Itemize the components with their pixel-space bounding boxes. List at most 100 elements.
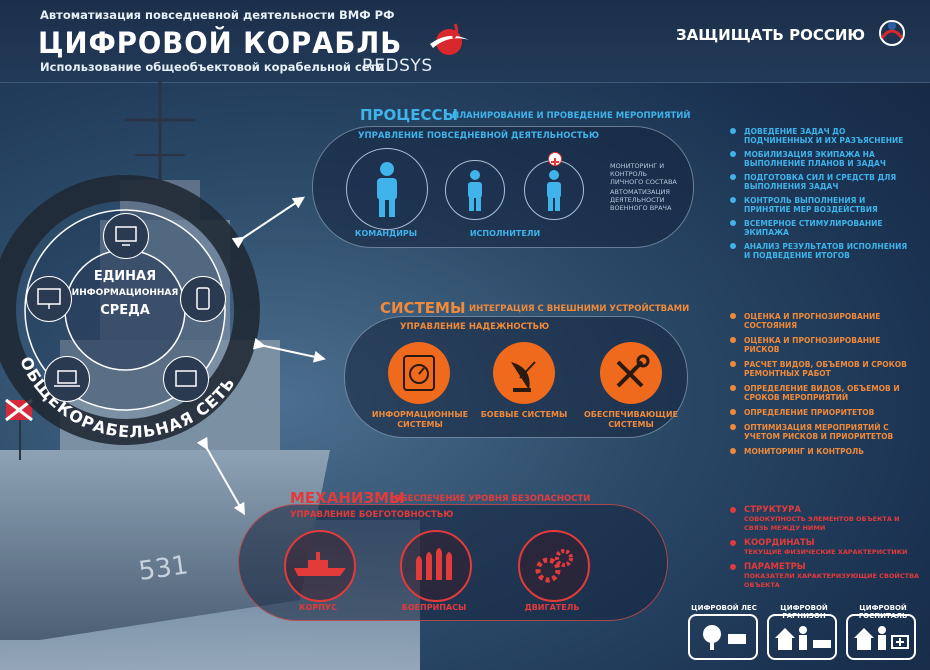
support-systems-label: ОБЕСПЕЧИВАЮЩИЕ СИСТЕМЫ <box>580 410 682 430</box>
header-bar <box>0 0 930 83</box>
list-item-text: ОЦЕНКА И ПРОГНОЗИРОВАНИЕ СОСТОЯНИЯ <box>744 312 881 330</box>
list-item: ОПРЕДЕЛЕНИЕ ПРИОРИТЕТОВ <box>730 408 915 417</box>
list-item-text: МОБИЛИЗАЦИЯ ЭКИПАЖА НА ВЫПОЛНЕНИЕ ПЛАНОВ… <box>744 150 886 168</box>
list-item-text: ОПТИМИЗАЦИЯ МЕРОПРИЯТИЙ С УЧЕТОМ РИСКОВ … <box>744 423 894 441</box>
laptop-node <box>44 356 90 402</box>
phone-node <box>180 276 226 322</box>
bullet-dot-icon <box>730 424 736 430</box>
hospital-icon <box>854 626 909 650</box>
ammo-icon <box>416 548 452 580</box>
list-item: ВСЕМЕРНОЕ СТИМУЛИРОВАНИЕ ЭКИПАЖА <box>730 219 910 237</box>
bullet-dot-icon <box>730 361 736 367</box>
list-item: АНАЛИЗ РЕЗУЛЬТАТОВ ИСПОЛНЕНИЯ И ПОДВЕДЕН… <box>730 242 910 260</box>
header-subtitle-top: Автоматизация повседневной деятельности … <box>40 8 395 22</box>
processes-title: ПРОЦЕССЫ <box>360 106 459 124</box>
center-line-1: ЕДИНАЯ <box>93 269 157 284</box>
bullet-dot-icon <box>730 220 736 226</box>
person-icon <box>377 162 397 217</box>
combat-systems-circle <box>493 342 555 404</box>
combat-systems-label: БОЕВЫЕ СИСТЕМЫ <box>480 410 568 419</box>
list-item-text: СОВОКУПНОСТЬ ЭЛЕМЕНТОВ ОБЪЕКТА И СВЯЗЬ М… <box>744 515 900 532</box>
radar-dish-icon <box>511 361 536 392</box>
bullet-dot-icon <box>730 540 736 546</box>
bullet-dot-icon <box>730 197 736 203</box>
list-item-text: РАСЧЕТ ВИДОВ, ОБЪЕМОВ И СРОКОВ РЕМОНТНЫХ… <box>744 360 907 378</box>
list-item-heading: КООРДИНАТЫ <box>744 538 815 548</box>
list-item-text: КОНТРОЛЬ ВЫПОЛНЕНИЯ И ПРИНЯТИЕ МЕР ВОЗДЕ… <box>744 196 878 214</box>
tree-icon <box>703 625 746 650</box>
bullet-dot-icon <box>730 313 736 319</box>
info-environment-label: ЕДИНАЯ ИНФОРМАЦИОННАЯ СРЕДА <box>65 268 185 319</box>
info-systems-circle <box>388 342 450 404</box>
note-medic: АВТОМАТИЗАЦИЯ ДЕЯТЕЛЬНОСТИ ВОЕННОГО ВРАЧ… <box>610 188 672 212</box>
support-systems-line2: СИСТЕМЫ <box>608 420 654 429</box>
monitor-icon <box>115 226 137 246</box>
list-item: ОЦЕНКА И ПРОГНОЗИРОВАНИЕ СОСТОЯНИЯ <box>730 312 915 330</box>
connector-arrows <box>196 196 326 516</box>
list-item-text: ОЦЕНКА И ПРОГНОЗИРОВАНИЕ РИСКОВ <box>744 336 881 354</box>
list-item-text: ВСЕМЕРНОЕ СТИМУЛИРОВАНИЕ ЭКИПАЖА <box>744 219 883 237</box>
bullet-dot-icon <box>730 507 736 513</box>
list-item-text: ДОВЕДЕНИЕ ЗАДАЧ ДО ПОДЧИНЕННЫХ И ИХ РАЗЪ… <box>744 127 904 145</box>
processes-subtitle: ПЛАНИРОВАНИЕ И ПРОВЕДЕНИЕ МЕРОПРИЯТИЙ <box>452 111 691 121</box>
bullet-dot-icon <box>730 448 736 454</box>
executors-circle <box>445 160 505 220</box>
systems-title: СИСТЕМЫ <box>380 299 466 317</box>
commanders-circle <box>346 148 428 230</box>
systems-list: ОЦЕНКА И ПРОГНОЗИРОВАНИЕ СОСТОЯНИЯ ОЦЕНКА… <box>730 312 915 462</box>
medic-circle <box>524 160 584 220</box>
redsys-logo-icon <box>430 23 469 55</box>
page-title: ЦИФРОВОЙ КОРАБЛЬ <box>38 26 403 60</box>
center-line-3: СРЕДА <box>100 303 150 318</box>
list-item-text: ПОДГОТОВКА СИЛ И СРЕДСТВ ДЛЯ ВЫПОЛНЕНИЯ … <box>744 173 897 191</box>
medical-cross-icon <box>548 152 562 166</box>
list-item-heading: СТРУКТУРА <box>744 505 801 515</box>
emblem-icon <box>879 20 905 46</box>
list-item-heading: ПАРАМЕТРЫ <box>744 562 806 572</box>
bullet-dot-icon <box>730 337 736 343</box>
slogan-title: ЗАЩИЩАТЬ РОССИЮ <box>676 26 866 44</box>
bullet-dot-icon <box>730 174 736 180</box>
bullet-dot-icon <box>730 151 736 157</box>
phone-icon <box>196 287 210 310</box>
mechanisms-title: МЕХАНИЗМЫ <box>290 489 405 507</box>
bullet-dot-icon <box>730 409 736 415</box>
footer-hospital-label: ЦИФРОВОЙ ГОСПИТАЛЬ <box>858 604 908 620</box>
header-subtitle-bottom: Использование общеобъектовой корабельной… <box>40 60 385 74</box>
barracks-icon <box>775 626 831 650</box>
desktop-icon <box>37 288 61 309</box>
processes-box-label: УПРАВЛЕНИЕ ПОВСЕДНЕВНОЙ ДЕЯТЕЛЬНОСТЬЮ <box>358 131 599 141</box>
digital-forest-badge <box>688 614 758 660</box>
info-systems-line1: ИНФОРМАЦИОННЫЕ <box>371 410 469 419</box>
support-systems-line1: ОБЕСПЕЧИВАЮЩИЕ <box>584 410 678 419</box>
ship-icon <box>294 552 346 576</box>
list-item: ПОДГОТОВКА СИЛ И СРЕДСТВ ДЛЯ ВЫПОЛНЕНИЯ … <box>730 173 910 191</box>
info-systems-label: ИНФОРМАЦИОННЫЕ СИСТЕМЫ <box>370 410 470 430</box>
mechanisms-box-label: УПРАВЛЕНИЕ БОЕГОТОВНОСТЬЮ <box>290 510 454 520</box>
list-item: РАСЧЕТ ВИДОВ, ОБЪЕМОВ И СРОКОВ РЕМОНТНЫХ… <box>730 360 915 378</box>
tablet-icon <box>175 370 197 387</box>
tools-icon <box>616 354 650 388</box>
commanders-label: КОМАНДИРЫ <box>354 229 418 238</box>
list-item: ДОВЕДЕНИЕ ЗАДАЧ ДО ПОДЧИНЕННЫХ И ИХ РАЗЪ… <box>730 127 910 145</box>
ammo-label: БОЕПРИПАСЫ <box>401 603 467 612</box>
list-item: КОНТРОЛЬ ВЫПОЛНЕНИЯ И ПРИНЯТИЕ МЕР ВОЗДЕ… <box>730 196 910 214</box>
tablet-node <box>163 356 209 402</box>
desktop-node <box>26 276 72 322</box>
digital-garrison-badge <box>767 614 837 660</box>
ammo-circle <box>400 530 472 602</box>
list-item-text: ПОКАЗАТЕЛИ ХАРАКТЕРИЗУЮЩИЕ СВОЙСТВА ОБЪЕ… <box>744 572 920 589</box>
note-monitoring: МОНИТОРИНГ И КОНТРОЛЬ ЛИЧНОГО СОСТАВА <box>610 162 677 186</box>
hull-label: КОРПУС <box>299 603 337 612</box>
bullet-dot-icon <box>730 243 736 249</box>
person-icon <box>468 170 482 211</box>
bullet-dot-icon <box>730 385 736 391</box>
list-item-text: ОПРЕДЕЛЕНИЕ ПРИОРИТЕТОВ <box>744 408 875 417</box>
list-item-text: МОНИТОРИНГ И КОНТРОЛЬ <box>744 447 864 456</box>
laptop-icon <box>54 370 80 387</box>
brand-name: REDSYS <box>362 56 433 76</box>
bullet-dot-icon <box>730 564 736 570</box>
